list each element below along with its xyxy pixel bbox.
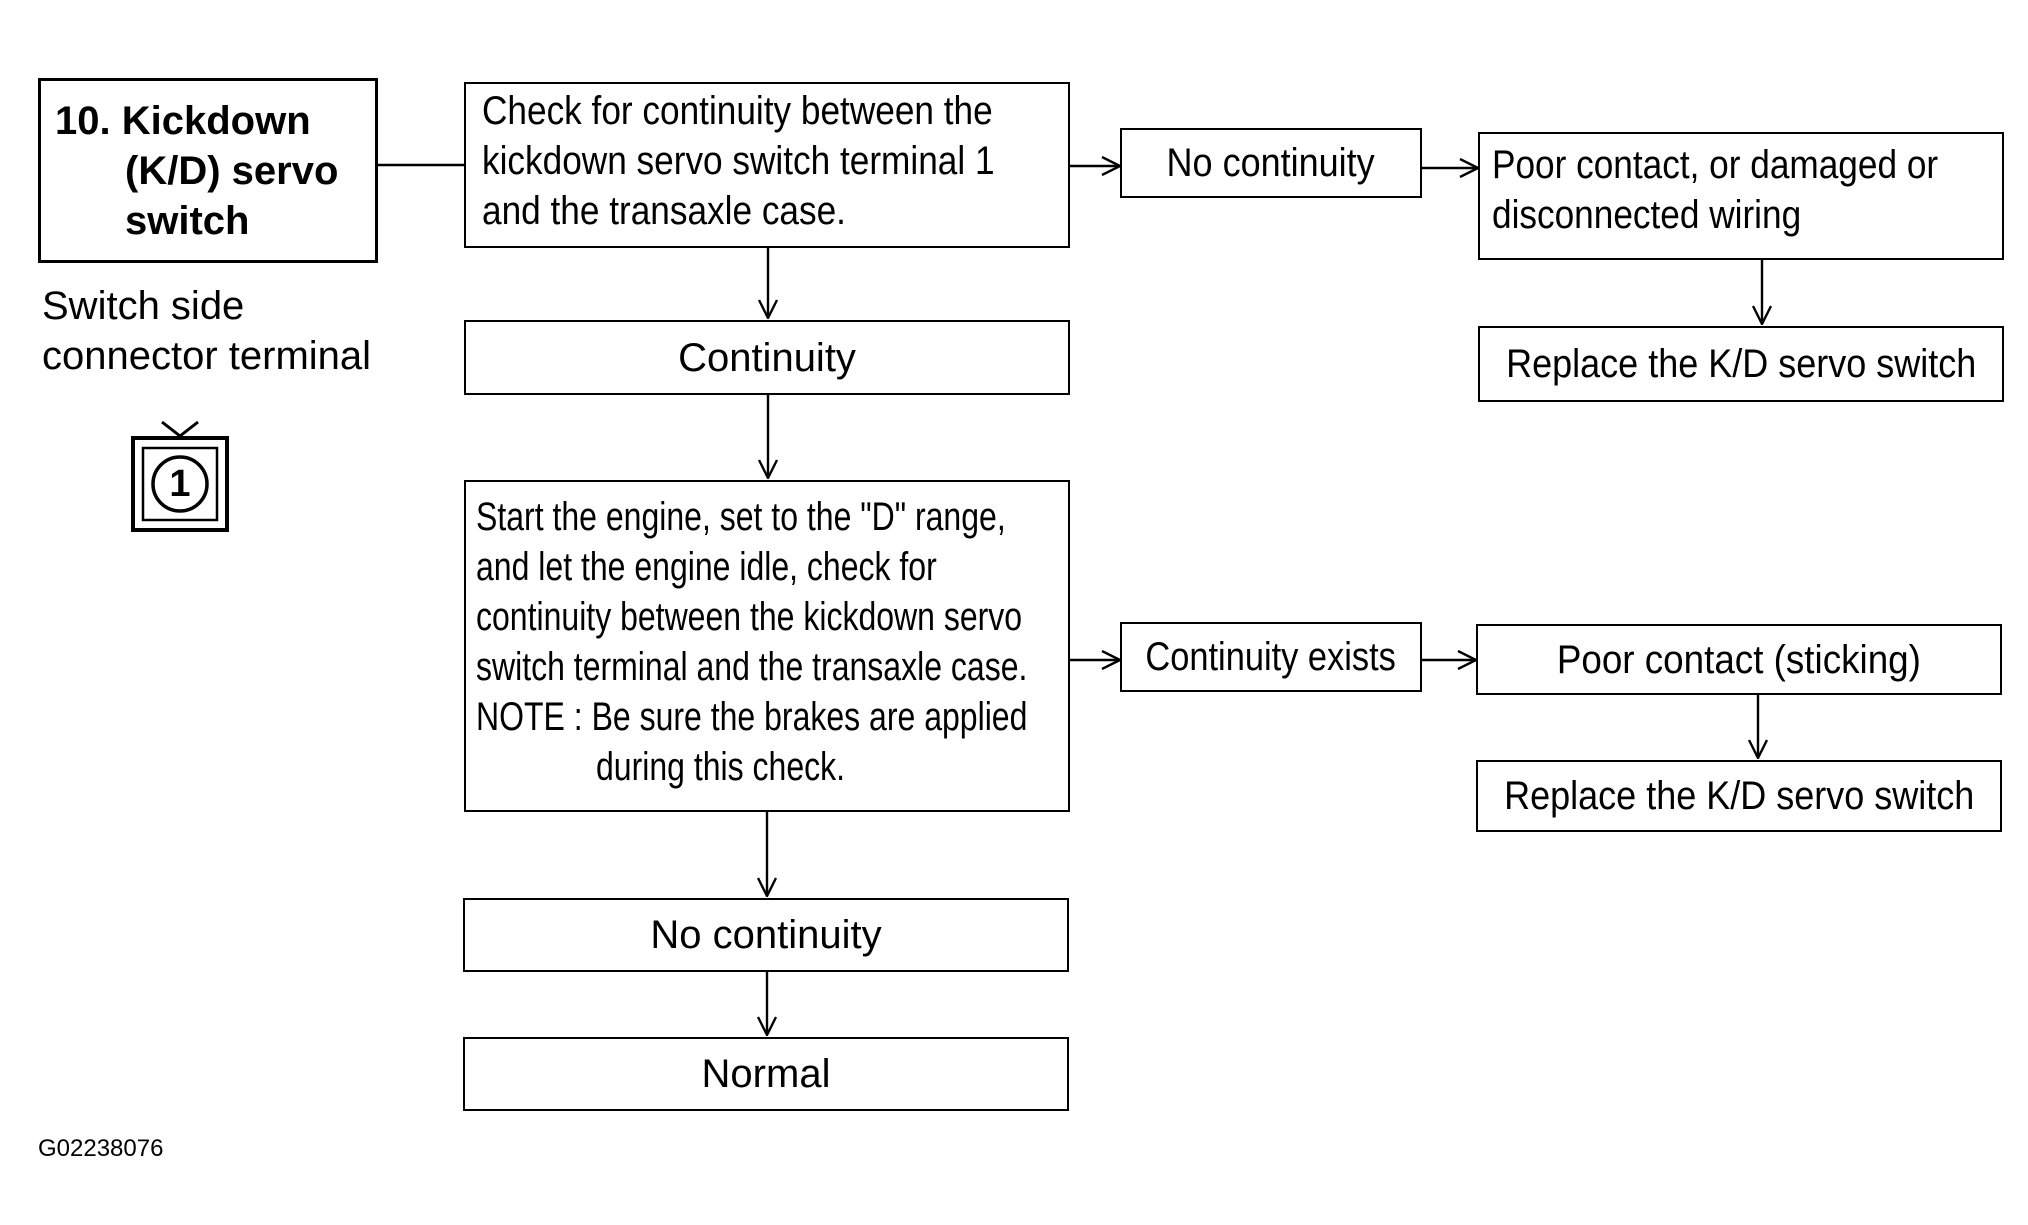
result-no-continuity-2: No continuity [463, 898, 1069, 972]
result-no-continuity-1-label: No continuity [1166, 141, 1376, 185]
check-1-line-3: and the transaxle case. [482, 189, 846, 233]
check-2-line-3: continuity between the kickdown servo [476, 595, 1023, 639]
figure-id: G02238076 [38, 1135, 164, 1162]
title-box [38, 78, 378, 263]
connector-caption-line-2: connector terminal [42, 334, 372, 378]
check-2-box [464, 480, 1070, 812]
result-continuity-label: Continuity [678, 335, 856, 380]
cause-2-box: Poor contact (sticking) [1476, 624, 2002, 695]
result-normal: Normal [463, 1037, 1069, 1111]
check-2-line-2: and let the engine idle, check for [476, 545, 937, 589]
title-line-1: 10. Kickdown [55, 99, 311, 143]
action-2-box: Replace the K/D servo switch [1476, 760, 2002, 832]
cause-2-label: Poor contact (sticking) [1556, 637, 1922, 682]
cause-1-box [1478, 132, 2004, 260]
action-2-label: Replace the K/D servo switch [1503, 774, 1975, 818]
cause-1-line-1: Poor contact, or damaged or [1492, 143, 1939, 187]
result-continuity-exists-label: Continuity exists [1145, 635, 1397, 679]
check-1-line-2: kickdown servo switch terminal 1 [482, 139, 995, 183]
connector-caption-line-1: Switch side [42, 284, 245, 328]
check-2-line-1: Start the engine, set to the "D" range, [476, 495, 1006, 539]
action-1-box: Replace the K/D servo switch [1478, 326, 2004, 402]
title-line-2: (K/D) servo [125, 149, 339, 193]
cause-1-line-2: disconnected wiring [1492, 193, 1802, 237]
result-continuity: Continuity [464, 320, 1070, 395]
check-1-line-1: Check for continuity between the [482, 89, 993, 133]
check-2-note-line-2: during this check. [596, 745, 846, 789]
title-line-3: switch [125, 199, 250, 243]
connector-terminal-icon: 1 [130, 418, 230, 534]
action-1-label: Replace the K/D servo switch [1505, 342, 1977, 386]
check-1-box [464, 82, 1070, 248]
result-normal-label: Normal [701, 1052, 831, 1096]
result-continuity-exists: Continuity exists [1120, 622, 1422, 692]
check-2-line-4: switch terminal and the transaxle case. [476, 645, 1028, 689]
check-2-note-line-1: NOTE : Be sure the brakes are applied [476, 695, 1028, 739]
result-no-continuity-1: No continuity [1120, 128, 1422, 198]
terminal-number: 1 [169, 463, 191, 505]
result-no-continuity-2-label: No continuity [650, 913, 882, 957]
